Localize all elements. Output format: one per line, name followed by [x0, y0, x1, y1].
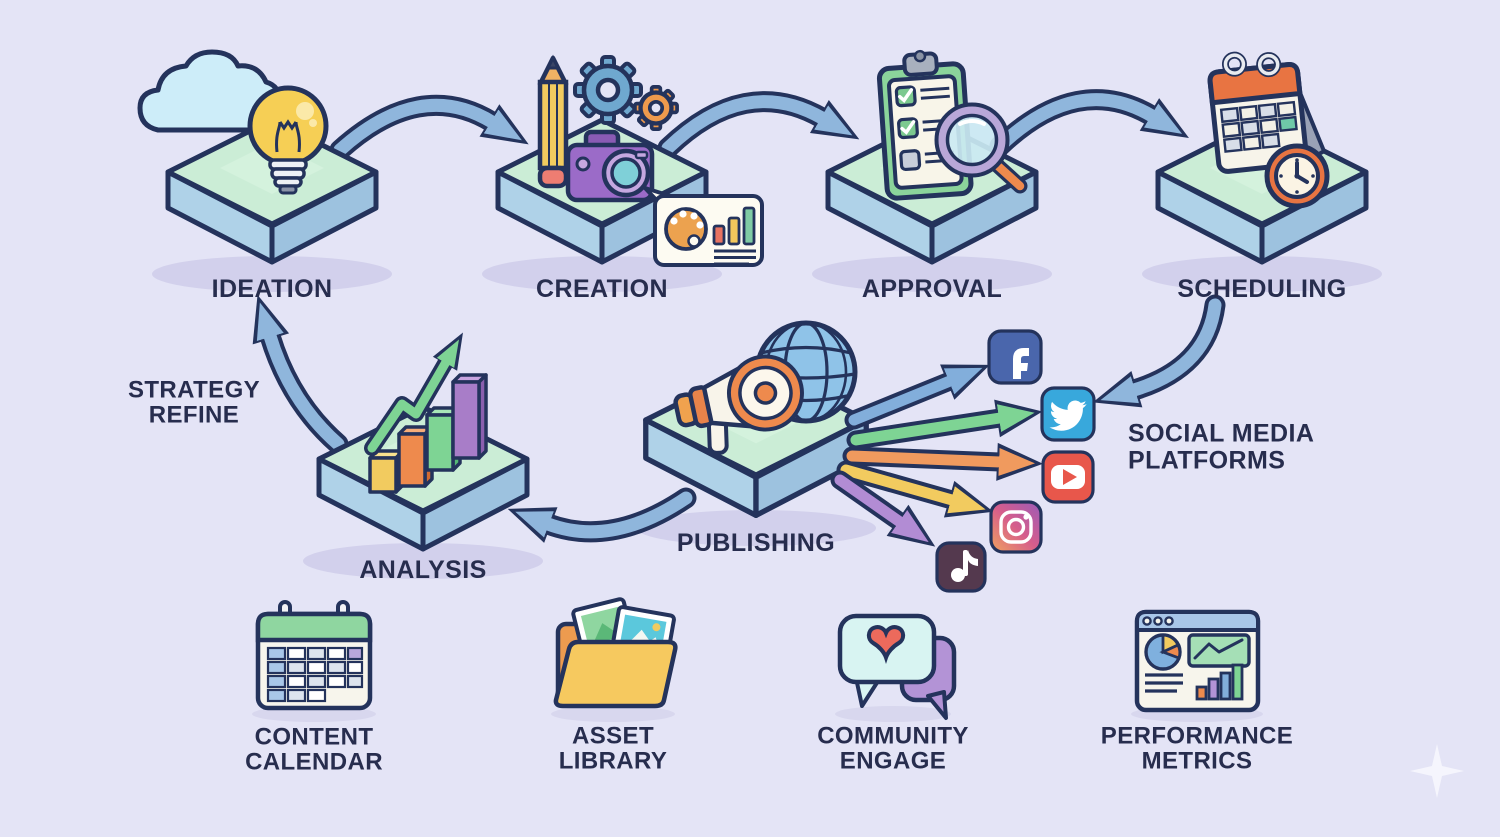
bar-chart-icon	[1195, 663, 1244, 701]
strategy-refine-line2: REFINE	[148, 402, 240, 429]
community-engage-line1: COMMUNITY	[817, 722, 969, 750]
social-media-line1: SOCIAL MEDIA	[1128, 419, 1315, 448]
asset-library-line2: LIBRARY	[558, 748, 668, 775]
line-chart-icon	[1187, 633, 1251, 668]
fan-arrow-instagram	[836, 460, 994, 518]
arrow-analysis-to-ideation	[252, 294, 349, 455]
performance-metrics-line2: METRICS	[1141, 748, 1253, 775]
pie-chart-icon	[1144, 633, 1182, 671]
gear-small-icon	[633, 85, 679, 131]
community-engage-line2: ENGAGE	[839, 748, 947, 775]
fan-arrow-youtube	[842, 442, 1043, 481]
asset-library-line1: ASSET	[571, 722, 655, 750]
instagram-icon	[989, 500, 1043, 554]
fan-arrow-twitter	[846, 399, 1043, 450]
resource-shadows	[252, 706, 1263, 722]
label-analysis: ANALYSIS	[359, 555, 487, 584]
facebook-icon	[987, 329, 1043, 385]
label-scheduling: SCHEDULING	[1177, 274, 1347, 303]
growth-bars-icon	[364, 332, 488, 494]
performance-metrics-line1: PERFORMANCE	[1100, 722, 1294, 750]
social-media-line2: PLATFORMS	[1128, 446, 1286, 474]
heart-icon	[866, 625, 906, 664]
clock-icon	[1264, 143, 1330, 209]
pencil-icon	[537, 54, 569, 189]
arrow-scheduling-to-platforms	[1092, 294, 1226, 408]
gear-icon	[573, 55, 643, 125]
asset-library-folder-icon	[553, 597, 678, 709]
label-asset-library: ASSET LIBRARY	[558, 722, 668, 775]
label-performance-metrics: PERFORMANCE METRICS	[1100, 722, 1294, 775]
content-calendar-line2: CALENDAR	[245, 749, 383, 776]
metrics-dashboard-icon	[1134, 609, 1261, 713]
label-strategy-refine: STRATEGY REFINE	[127, 376, 261, 429]
design-note-card	[643, 186, 764, 267]
strategy-refine-line1: STRATEGY	[127, 376, 261, 404]
chat-heart-icon	[837, 613, 957, 720]
twitter-icon	[1040, 386, 1096, 442]
megaphone-icon	[673, 354, 804, 455]
arrow-approval-to-scheduling	[989, 89, 1189, 157]
arrow-ideation-to-creation	[329, 94, 529, 161]
label-community-engage: COMMUNITY ENGAGE	[817, 722, 969, 775]
sparkle-icon	[1410, 744, 1464, 798]
label-creation: CREATION	[536, 274, 668, 303]
fan-arrow-tiktok	[830, 470, 936, 547]
content-calendar-line1: CONTENT	[254, 723, 374, 751]
label-publishing: PUBLISHING	[676, 528, 836, 557]
arrow-publishing-to-analysis	[507, 487, 697, 543]
label-content-calendar: CONTENT CALENDAR	[245, 723, 383, 776]
camera-icon	[565, 129, 655, 203]
lightbulb-icon	[247, 85, 329, 195]
fan-arrow-facebook	[844, 364, 990, 430]
arrow-creation-to-approval	[657, 91, 860, 159]
mini-bar-chart-icon	[712, 206, 756, 266]
youtube-icon	[1041, 450, 1095, 504]
label-approval: APPROVAL	[861, 274, 1003, 303]
palette-icon	[664, 207, 708, 251]
magnifier-icon	[934, 102, 1028, 194]
label-ideation: IDEATION	[211, 274, 333, 303]
trend-arrow-icon	[364, 332, 463, 456]
content-calendar-icon	[255, 600, 373, 711]
tiktok-icon	[935, 541, 987, 593]
label-social-media-platforms: SOCIAL MEDIA PLATFORMS	[1128, 419, 1315, 474]
